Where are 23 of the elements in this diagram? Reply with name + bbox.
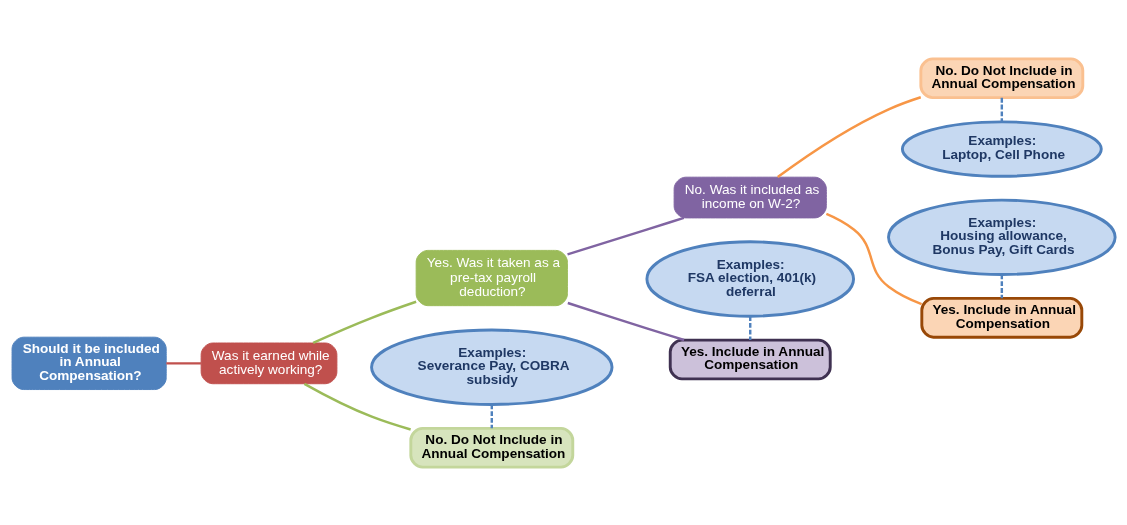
connector [490,403,493,428]
node-box: Yes. Was it taken as a pre-tax payroll deduction? [415,249,568,306]
connector [312,300,417,344]
node-box: Was it earned while actively working? [200,342,338,384]
connector [749,315,752,340]
connector [1000,273,1004,298]
node-box: Should it be included in Annual Compensation? [11,336,167,390]
node-box: Yes. Include in Annual Compensation [920,296,1084,339]
connector [1000,97,1004,121]
node-ellipse: Examples: FSA election, 401(k) deferral [645,239,855,318]
node-ellipse: Examples: Laptop, Cell Phone [900,119,1103,178]
node-box: Yes. Include in Annual Compensation [668,338,832,380]
connector [825,212,922,305]
connector [777,95,922,178]
node-ellipse: Examples: Severance Pay, COBRA subsidy [370,328,614,406]
node-box: No. Do Not Include in Annual Compensation [919,56,1085,99]
connector [303,382,411,431]
node-ellipse: Examples: Housing allowance, Bonus Pay, Gift Cards [887,198,1117,276]
connector [166,361,201,365]
node-box: No. Do Not Include in Annual Compensation [409,426,575,469]
connector [567,216,685,256]
connector [567,301,685,341]
node-box: No. Was it included as income on W-2? [673,176,827,218]
